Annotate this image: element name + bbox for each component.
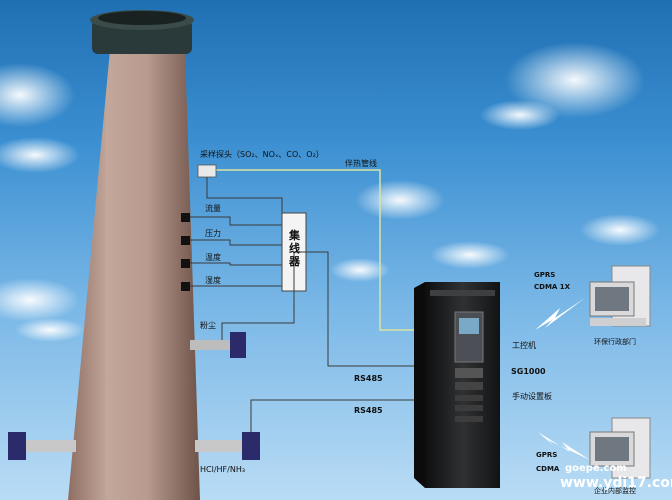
signal-bolt-lower <box>538 432 590 460</box>
sampling-probe <box>197 164 217 178</box>
env-dept-label: 环保行政部门 <box>594 338 636 346</box>
sg1000-label: SG1000 <box>511 367 546 376</box>
enterprise-label: 企业内部监控 <box>594 487 636 495</box>
signal-bolt-upper <box>535 298 585 330</box>
sensor-label-pressure: 压力 <box>205 229 221 238</box>
sensor-boxes <box>181 213 282 291</box>
cdma-label-lower: CDMA <box>536 465 560 473</box>
dust-label: 粉尘 <box>200 321 216 330</box>
heat-pipe-line <box>215 169 422 331</box>
pc-lower <box>589 417 651 479</box>
watermark-bottom: www.ydi17.com <box>560 475 672 491</box>
sensor-label-humidity: 湿度 <box>205 276 221 285</box>
cdma-label-upper: CDMA 1X <box>534 283 571 291</box>
collector-label: 集线器 <box>289 229 300 269</box>
probe-label: 采样探头（SO₂、NOₓ、CO、O₂） <box>200 150 324 159</box>
gprs-label-upper: GPRS <box>534 271 556 279</box>
gprs-label-lower: GPRS <box>536 451 558 459</box>
manual-panel-label: 手动设置板 <box>512 392 552 401</box>
gas-pipe <box>8 399 422 460</box>
sensor-label-temperature: 温度 <box>205 253 221 262</box>
sensor-label-flow: 流量 <box>205 204 221 213</box>
cabinet <box>414 282 500 488</box>
ipc-label: 工控机 <box>512 341 536 350</box>
dust-probe <box>190 251 306 358</box>
rs485-label-upper: RS485 <box>354 374 383 383</box>
heat-pipe-label: 伴热管线 <box>345 159 377 168</box>
pc-upper <box>589 265 651 327</box>
clouds <box>0 42 660 342</box>
gas-label: HCl/HF/NH₃ <box>200 465 246 474</box>
rs485-label-lower: RS485 <box>354 406 383 415</box>
collector-to-cabinet <box>306 251 422 367</box>
chimney <box>68 10 200 500</box>
watermark-top: goepe.com <box>565 463 627 474</box>
